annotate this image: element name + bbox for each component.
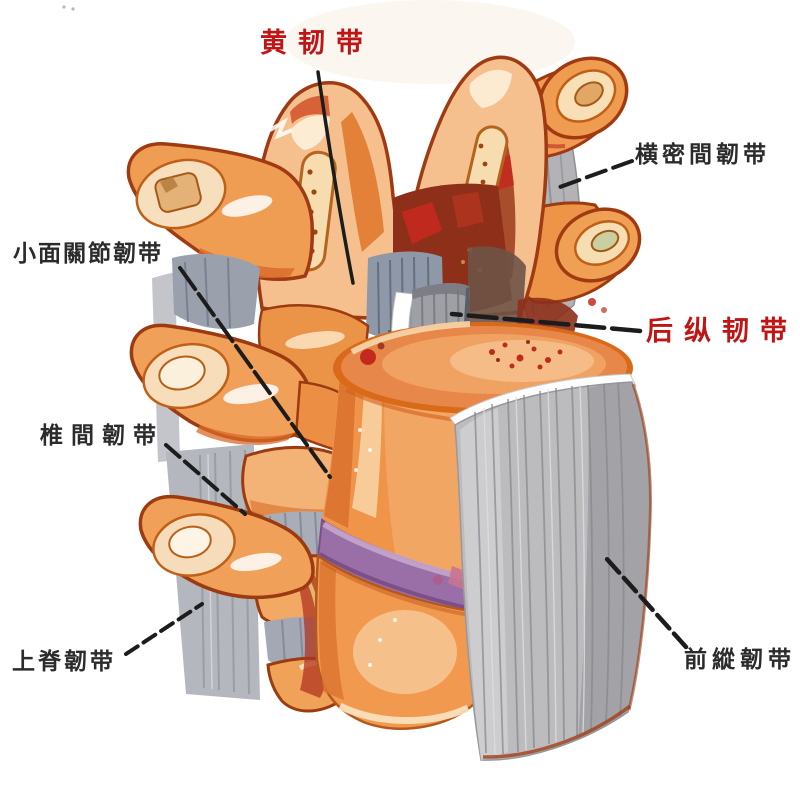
leader-posterior-longitudinal: [449, 311, 643, 334]
label-posterior-longitudinal-ligament: 后纵韧带: [646, 316, 798, 346]
leader-lines: [124, 70, 689, 656]
label-anterior-longitudinal-ligament: 前縱韌带: [684, 647, 796, 672]
label-supraspinous-ligament: 上脊韌带: [12, 649, 116, 674]
anterior-longitudinal-ligament-band: [449, 373, 652, 761]
leader-supraspinous: [124, 602, 204, 656]
leader-facet-joint: [178, 266, 332, 479]
label-interspinous-ligament: 椎間韌带: [40, 423, 164, 448]
label-intertransverse-ligament: 横密間韌带: [635, 142, 770, 167]
leader-interspinous: [164, 443, 247, 516]
leader-intertransverse: [558, 159, 634, 189]
leader-anterior-longitudinal: [603, 555, 689, 650]
spinous-process-tip-lower-left: [138, 494, 315, 600]
leader-ligamentum-flavum: [316, 70, 355, 285]
label-facet-joint-ligament: 小面關節韌带: [13, 241, 163, 266]
label-ligamentum-flavum: 黄韧带: [260, 28, 374, 58]
lower-vertebral-body: [314, 553, 480, 730]
transverse-process-upper-left: [126, 142, 314, 281]
transverse-process-mid-left: [129, 323, 350, 454]
body-top-speckles: [360, 340, 563, 370]
